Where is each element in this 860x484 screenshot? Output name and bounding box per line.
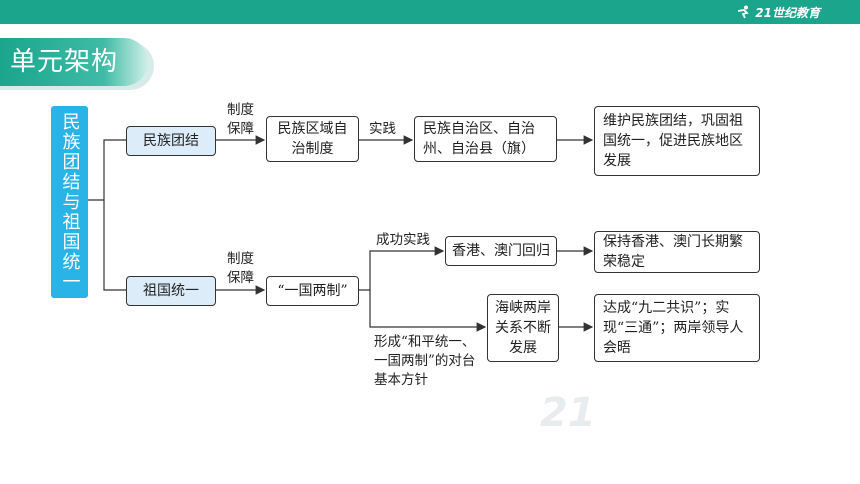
brand-logo: 21世纪教育 [735,3,820,21]
node-cross-strait-achievements: 达成“九二共识”；实现“三通”；两岸领导人会晤 [594,294,760,362]
node-regional-autonomy: 民族区域自治制度 [266,116,359,162]
edge-label-practice: 实践 [369,121,396,137]
edge-label-successful-practice: 成功实践 [376,232,430,248]
node-ethnic-unity: 民族团结 [126,126,216,156]
watermark-logo: 21 [540,390,596,436]
section-title: 单元架构 [0,38,148,86]
node-one-country-two-systems: “一国两制” [266,276,359,306]
top-bar: 21世纪教育 [0,0,860,24]
node-reunification: 祖国统一 [126,276,216,306]
edge-label-institutional-guarantee-2: 制度保障 [227,251,254,286]
edge-label-taiwan-policy: 形成“和平统一、一国两制”的对台基本方针 [374,334,476,388]
node-autonomous-regions: 民族自治区、自治州、自治县（旗） [414,116,557,162]
node-hk-macau-prosperity: 保持香港、澳门长期繁荣稳定 [594,231,760,273]
edge-label-institutional-guarantee-1: 制度保障 [227,102,254,137]
node-maintain-unity: 维护民族团结，巩固祖国统一，促进民族地区发展 [594,106,760,176]
root-node: 民族团结与祖国统一 [51,106,88,298]
brand-name: 21世纪教育 [755,5,820,20]
node-cross-strait: 海峡两岸关系不断发展 [487,294,559,362]
node-hk-macau-return: 香港、澳门回归 [445,236,557,266]
runner-icon [738,5,750,19]
